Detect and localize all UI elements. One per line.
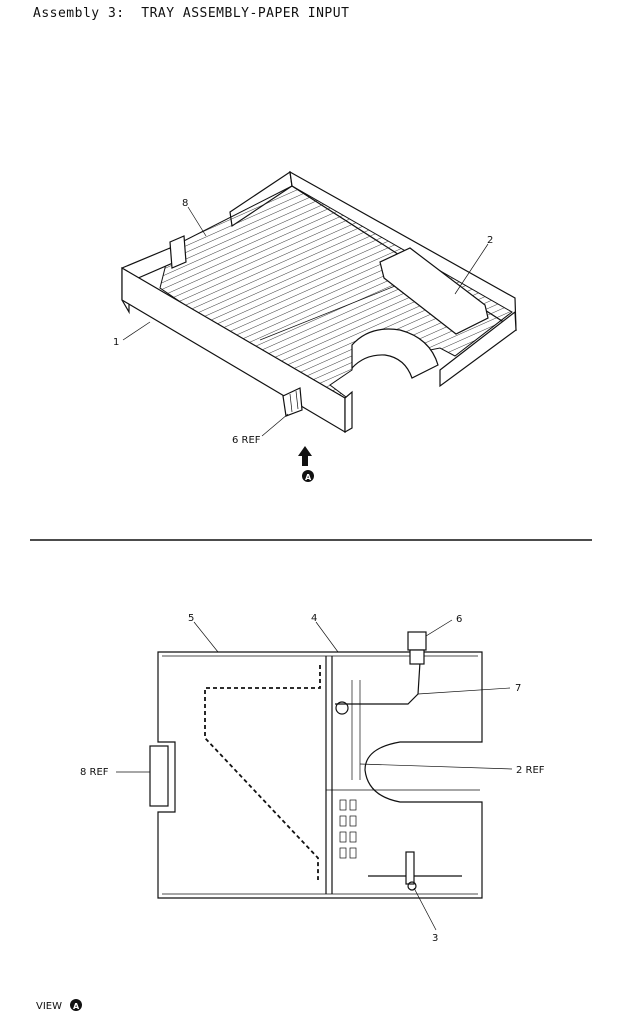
callout-4: 4 — [311, 613, 317, 624]
callout-5: 5 — [188, 613, 194, 624]
plan-part-6 — [407, 631, 427, 651]
view-direction-arrow — [298, 446, 312, 466]
callout-2-ref: 2 REF — [516, 765, 545, 776]
tray-side-clip — [169, 235, 187, 269]
tray-guide-panel — [379, 247, 489, 335]
tray-cutout — [351, 328, 439, 379]
page-title: Assembly 3: TRAY ASSEMBLY-PAPER INPUT — [33, 6, 350, 21]
tray-front-lip — [344, 390, 353, 434]
plan-slots — [339, 799, 357, 859]
tray-plan-view — [149, 631, 483, 899]
callout-8: 8 — [182, 198, 188, 209]
plan-clip — [149, 745, 169, 807]
callout-6: 6 — [456, 614, 462, 625]
callout-1: 1 — [113, 337, 119, 348]
callout-2: 2 — [487, 235, 493, 246]
callout-6-ref: 6 REF — [232, 435, 261, 446]
view-marker-circle — [302, 470, 314, 482]
callout-3: 3 — [432, 933, 438, 944]
view-caption-letter: A — [73, 1002, 80, 1011]
tray-isometric — [121, 170, 517, 434]
tray-bracket — [282, 387, 303, 417]
view-marker-letter: A — [305, 473, 312, 482]
callout-8-ref: 8 REF — [80, 767, 109, 778]
callout-7: 7 — [515, 683, 521, 694]
view-caption: VIEW — [36, 1001, 62, 1012]
tray-right-front — [439, 310, 517, 388]
view-caption-marker — [70, 999, 82, 1011]
